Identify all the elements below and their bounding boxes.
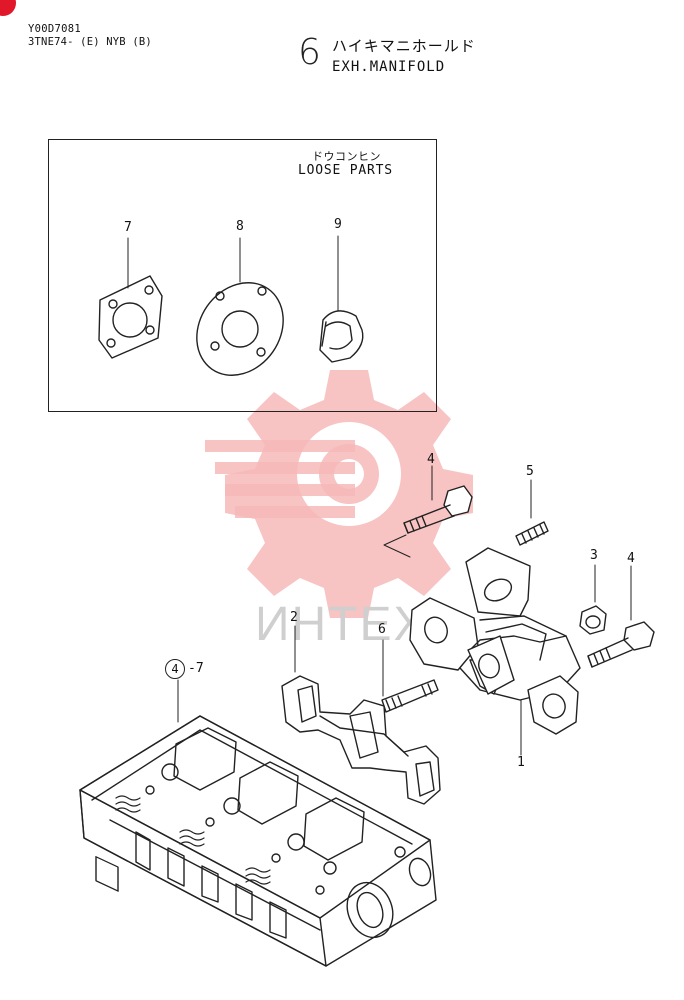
part-7-gasket	[98, 237, 163, 359]
callout-9: 9	[334, 217, 342, 232]
ref-suffix: -7	[188, 661, 204, 676]
corner-marker	[0, 0, 16, 16]
part-3-nut	[579, 564, 607, 635]
cylinder-head-assembly	[79, 679, 437, 967]
ref-circle-4: 4	[165, 659, 185, 679]
callout-5: 5	[526, 464, 534, 479]
model-code: 3TNE74- (E) NYB (B)	[28, 36, 152, 48]
callout-1: 1	[517, 755, 525, 770]
callout-3: 3	[590, 548, 598, 563]
part-8-gasket	[196, 237, 284, 376]
loose-parts-label-english: LOOSE PARTS	[298, 163, 393, 178]
callout-4-upper: 4	[427, 452, 435, 467]
document-code: Y00D7081	[28, 23, 81, 35]
part-2-manifold-gasket	[281, 625, 441, 805]
part-5-stud	[515, 479, 549, 546]
callout-7: 7	[124, 220, 132, 235]
part-1-exhaust-manifold	[409, 547, 581, 756]
part-9-clamp	[319, 235, 364, 363]
callout-6: 6	[378, 622, 386, 637]
loose-parts-box	[48, 139, 437, 412]
section-number: 6	[298, 32, 321, 73]
section-title-japanese: ハイキマニホールド	[332, 37, 476, 55]
part-4-bolt-right	[587, 565, 655, 668]
callout-4-right: 4	[627, 551, 635, 566]
callout-8: 8	[236, 219, 244, 234]
loose-parts-label-japanese: ドウコンヒン	[312, 150, 381, 163]
callout-2: 2	[290, 610, 298, 625]
part-4-bolt-upper	[383, 465, 473, 558]
section-title-english: EXH.MANIFOLD	[332, 59, 446, 75]
watermark-text: ИНТЕХ	[255, 598, 428, 651]
